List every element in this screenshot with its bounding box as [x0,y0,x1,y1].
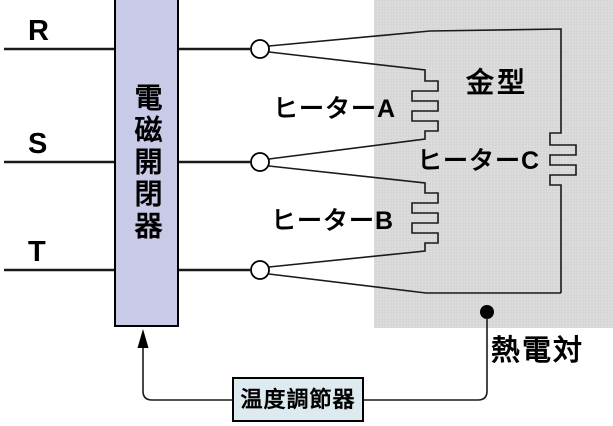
arrow-up-icon [137,329,149,348]
temperature-controller-label: 温度調節器 [240,386,356,412]
thermocouple-label: 熱電対 [491,335,585,367]
heater-b-resistor-icon [268,165,439,268]
heater-c-resistor-icon [268,28,577,293]
heater-c-label: ヒーターC [417,147,541,175]
switch-box [114,0,179,327]
mold-label: 金型 [466,67,529,98]
return-wire [268,273,561,294]
mold-region [374,0,613,328]
control-wire [142,346,233,401]
t-phase-label: T [28,236,46,268]
thermocouple-junction-icon [480,305,494,319]
terminal-s-icon [250,152,270,172]
switch-terminals [250,39,270,280]
heater-a-label: ヒーターA [273,95,397,123]
thermocouple-wire [364,318,488,401]
heater-wires [268,28,577,294]
heater-b-label: ヒーターB [271,207,395,235]
terminal-r-icon [250,39,270,59]
terminal-t-icon [250,260,270,280]
s-phase-label: S [28,128,48,160]
r-phase-label: R [28,15,49,47]
electromagnetic-switch-label: 電磁開閉器 [131,83,163,243]
heater-a-resistor-icon [268,51,439,160]
